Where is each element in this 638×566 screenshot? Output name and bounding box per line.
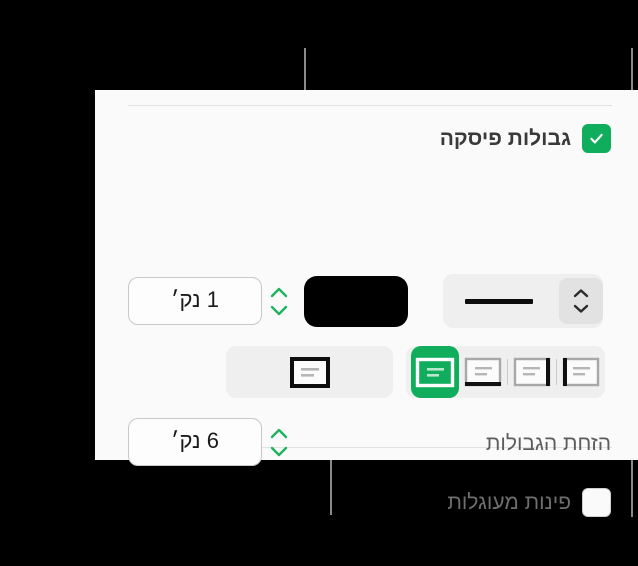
chevron-up-icon[interactable] (269, 286, 289, 299)
border-right-button[interactable] (508, 346, 556, 398)
checkmark-icon (590, 133, 603, 144)
border-inset-label: הזחת הגבולות (485, 432, 611, 455)
chevron-down-icon[interactable] (269, 445, 289, 458)
divider-top (128, 105, 612, 106)
border-width-input[interactable]: 1 נק׳ (128, 277, 262, 325)
border-bottom-button[interactable] (459, 346, 507, 398)
chevron-down-icon[interactable] (571, 303, 591, 314)
solid-line-icon (465, 298, 533, 304)
border-all-icon (289, 356, 330, 388)
segment-divider (507, 359, 508, 385)
paragraph-borders-header-row: גבולות פיסקה (440, 124, 611, 153)
border-width-stepper[interactable] (268, 278, 290, 324)
border-inset-row: 6 נק׳ הזחת הגבולות (95, 418, 638, 474)
border-all-group (226, 346, 393, 398)
border-sides-group (406, 346, 605, 398)
border-inset-input[interactable]: 6 נק׳ (128, 418, 262, 466)
chevron-down-icon[interactable] (269, 304, 289, 317)
chevron-up-icon[interactable] (269, 427, 289, 440)
border-left-button[interactable] (557, 346, 605, 398)
chevron-up-icon[interactable] (571, 288, 591, 299)
border-inset-stepper[interactable] (268, 419, 290, 465)
page-title: גבולות פיסקה (439, 126, 571, 150)
border-placement-row (95, 346, 638, 402)
border-line-style-popup[interactable] (443, 274, 603, 328)
border-all-button[interactable] (280, 346, 340, 398)
rounded-corners-label: פינות מעוגלות (447, 490, 571, 514)
paragraph-borders-checkbox[interactable] (582, 124, 611, 153)
border-bottom-icon (464, 357, 502, 387)
border-left-icon (562, 357, 600, 387)
line-style-stepper[interactable] (559, 278, 603, 324)
rounded-corners-row: פינות מעוגלות (447, 488, 611, 517)
border-box-icon (415, 357, 455, 387)
line-style-preview (443, 298, 555, 304)
border-inset-control: 6 נק׳ (128, 418, 290, 466)
divider-bottom (128, 447, 612, 448)
border-color-swatch[interactable] (304, 276, 408, 327)
paragraph-borders-inspector-panel: גבולות פיסקה 1 נק׳ (95, 90, 638, 517)
border-stroke-row: 1 נק׳ (95, 272, 638, 330)
border-right-icon (513, 357, 551, 387)
border-box-button[interactable] (411, 346, 459, 398)
rounded-corners-checkbox[interactable] (582, 488, 611, 517)
border-width-control: 1 נק׳ (128, 277, 290, 325)
segment-divider (556, 359, 557, 385)
